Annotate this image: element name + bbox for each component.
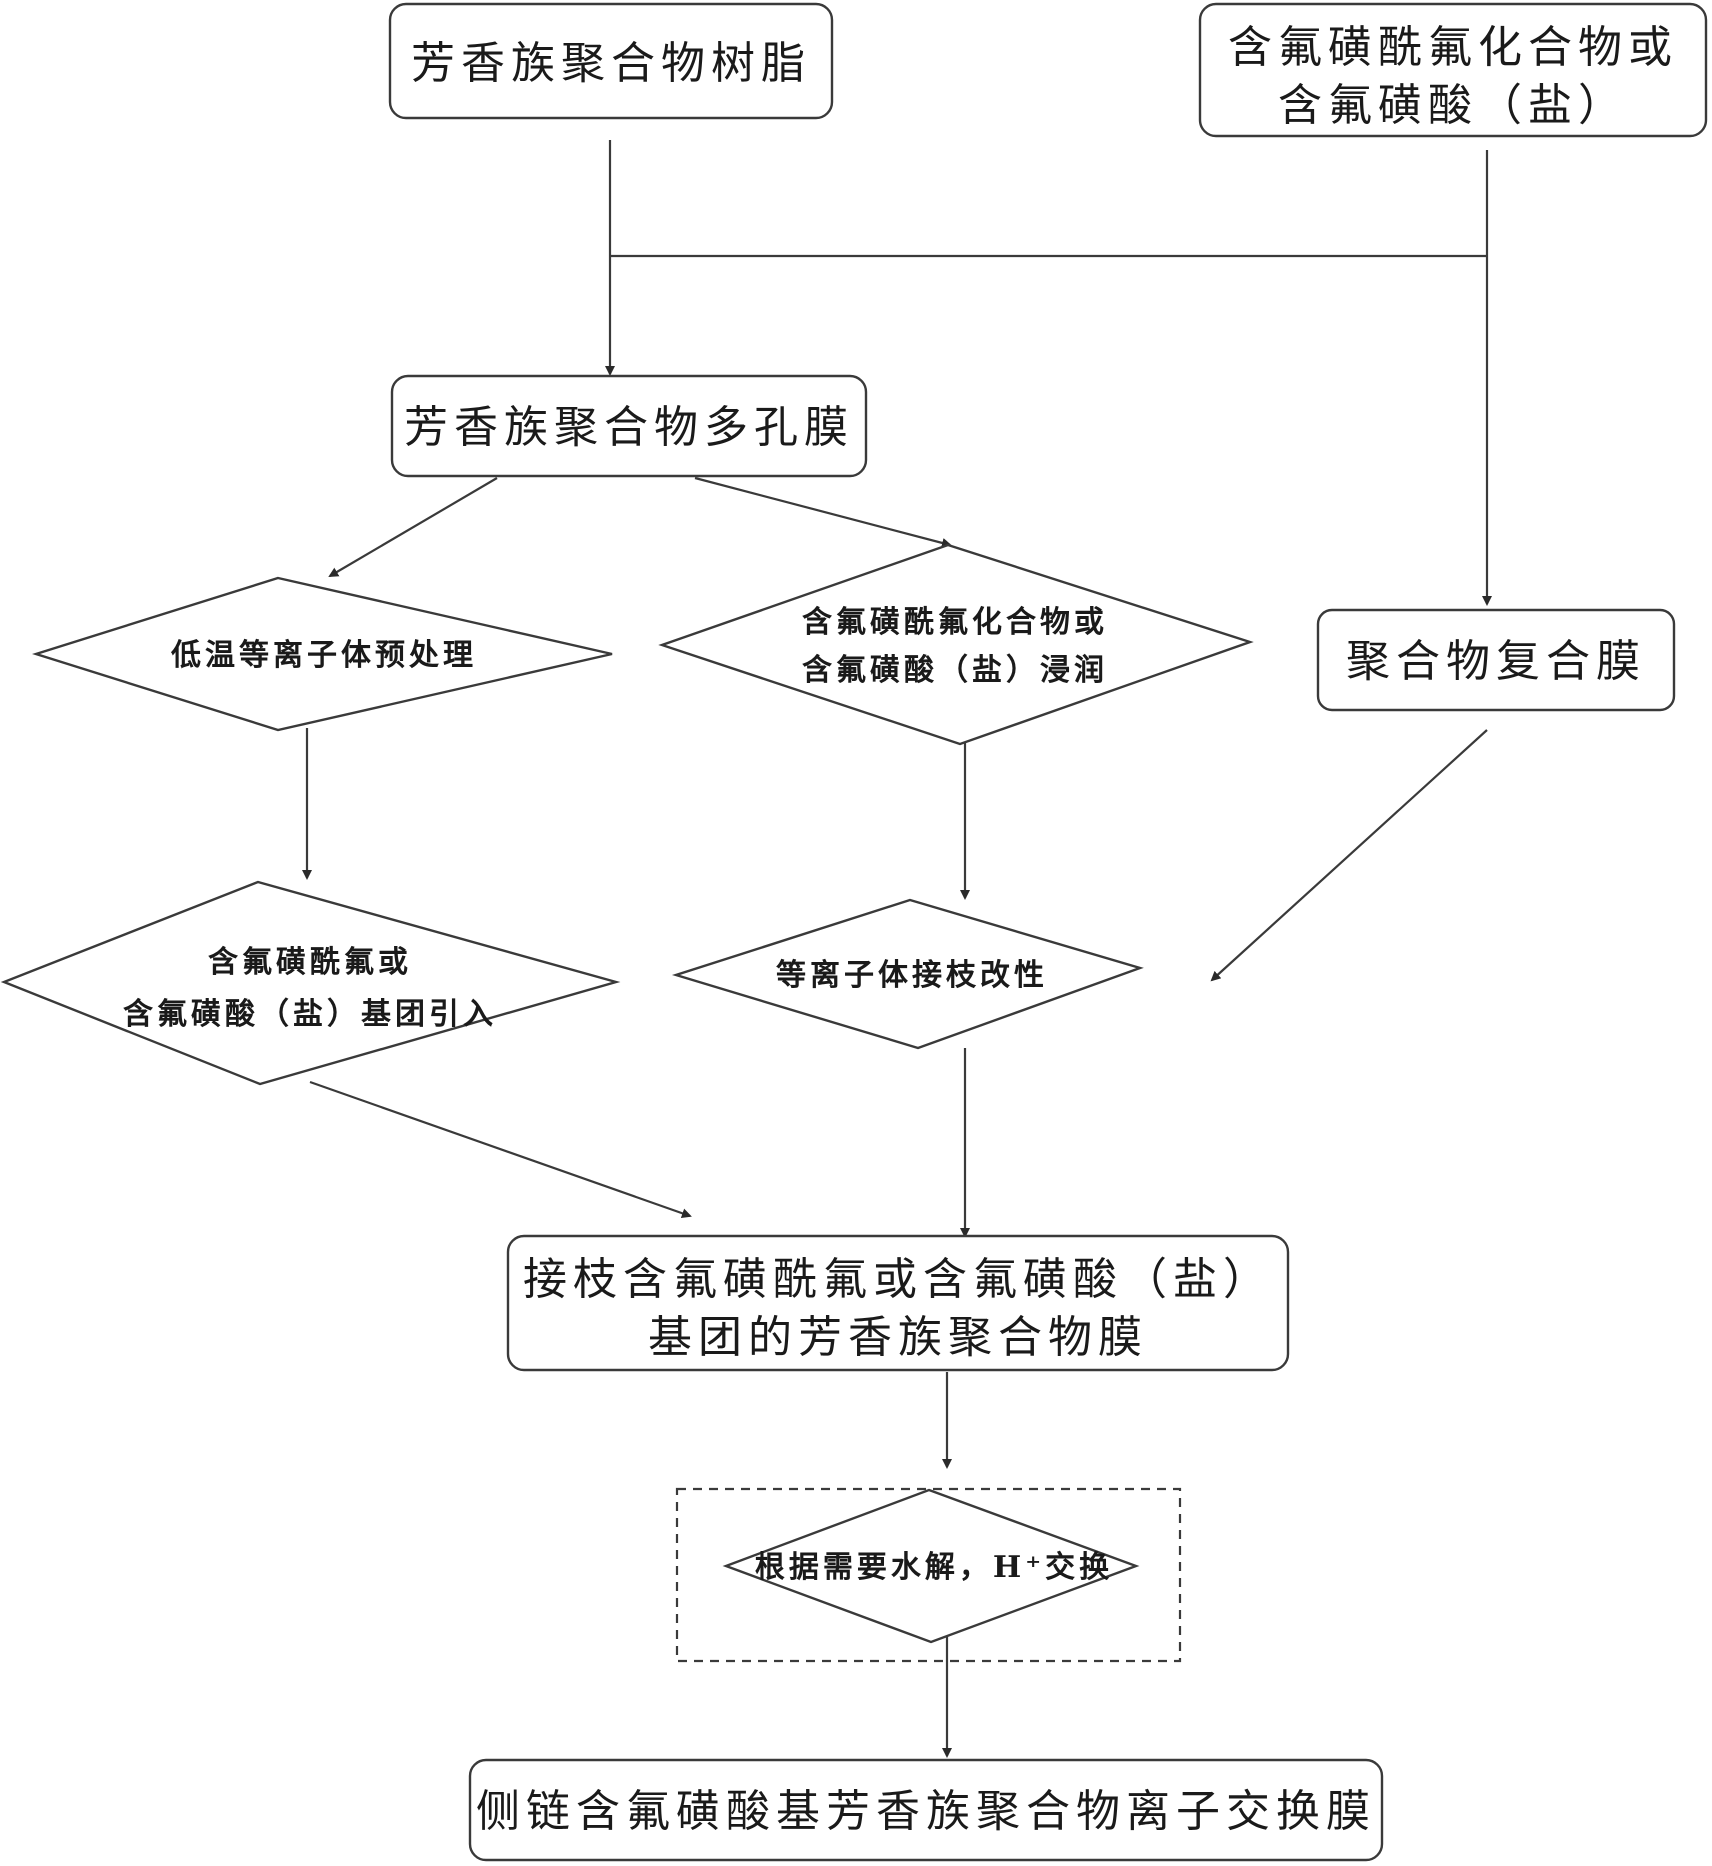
node-composite-membrane-label: 聚合物复合膜 (1346, 636, 1646, 687)
optional-step-dashed-box (675, 1487, 1182, 1663)
node-grafted-membrane-label-2: 基团的芳香族聚合物膜 (648, 1312, 1148, 1363)
node-fluoro-compound: 含氟磺酰氟化合物或 含氟磺酸（盐） (1198, 2, 1708, 138)
node-grafted-membrane: 接枝含氟磺酰氟或含氟磺酸（盐） 基团的芳香族聚合物膜 (506, 1234, 1290, 1372)
edge-porous-to-soak (694, 476, 952, 548)
edge-composite-to-graft (1210, 729, 1488, 982)
node-group-intro-label-1: 含氟磺酰氟或 (208, 945, 412, 980)
optional-step-group: 根据需要水解，H⁺交换 (675, 1487, 1182, 1663)
edges (302, 140, 1492, 1758)
edge-porous-to-pretreat (328, 477, 498, 578)
node-plasma-graft-label: 等离子体接枝改性 (776, 958, 1048, 993)
node-hydrolysis-label: 根据需要水解，H⁺交换 (755, 1550, 1113, 1585)
node-grafted-membrane-label-1: 接枝含氟磺酰氟或含氟磺酸（盐） (523, 1254, 1273, 1305)
node-group-intro-label-2: 含氟磺酸（盐）基团引入 (123, 997, 497, 1032)
node-fluoro-compound-label-2: 含氟磺酸（盐） (1278, 80, 1628, 131)
node-fluoro-compound-label-1: 含氟磺酰氟化合物或 (1228, 22, 1678, 73)
node-composite-membrane: 聚合物复合膜 (1316, 608, 1676, 712)
node-final-membrane: 侧链含氟磺酸基芳香族聚合物离子交换膜 (468, 1758, 1384, 1862)
node-fluoro-soak-label-2: 含氟磺酸（盐）浸润 (802, 653, 1108, 688)
node-fluoro-soak-label-1: 含氟磺酰氟化合物或 (802, 605, 1108, 640)
node-porous-membrane-label: 芳香族聚合物多孔膜 (404, 402, 854, 453)
node-porous-membrane: 芳香族聚合物多孔膜 (390, 374, 868, 478)
node-plasma-pretreat-label: 低温等离子体预处理 (170, 638, 477, 673)
node-aromatic-resin: 芳香族聚合物树脂 (388, 2, 834, 120)
edge-intro-to-grafted (309, 1080, 692, 1219)
node-plasma-graft: 等离子体接枝改性 (671, 898, 1144, 1050)
node-final-membrane-label: 侧链含氟磺酸基芳香族聚合物离子交换膜 (476, 1786, 1376, 1837)
node-plasma-pretreat: 低温等离子体预处理 (31, 576, 613, 732)
node-fluoro-soak: 含氟磺酰氟化合物或 含氟磺酸（盐）浸润 (658, 543, 1254, 746)
node-group-intro: 含氟磺酰氟或 含氟磺酸（盐）基团引入 (0, 880, 621, 1086)
node-aromatic-resin-label: 芳香族聚合物树脂 (411, 38, 811, 89)
